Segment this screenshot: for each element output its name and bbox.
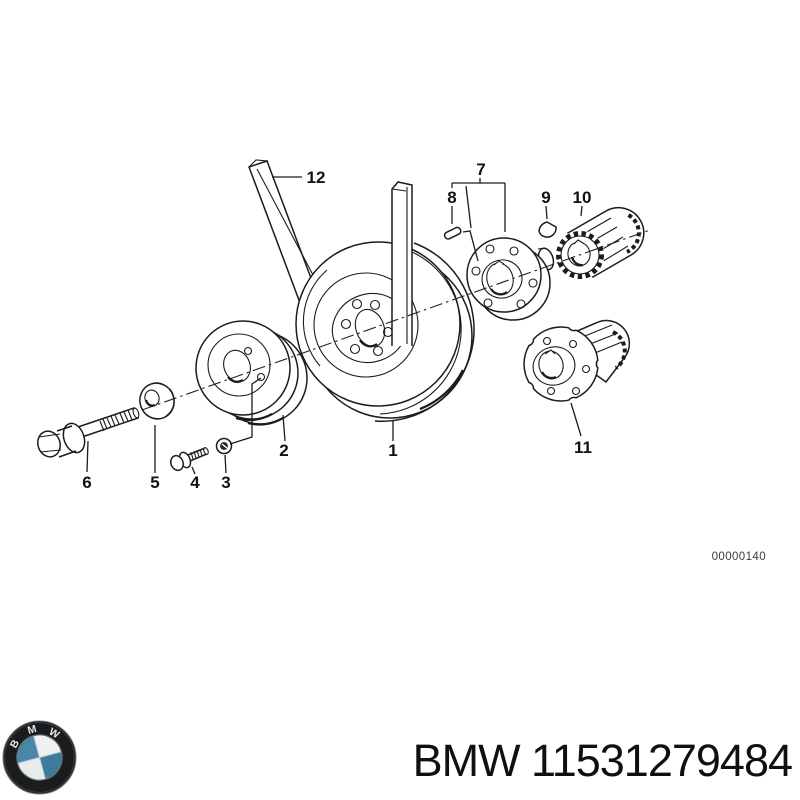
v-belt-right-strand bbox=[374, 181, 475, 423]
washer-5 bbox=[139, 382, 175, 420]
drawing-number: 00000140 bbox=[712, 551, 766, 563]
bmw-logo: B M W bbox=[2, 720, 77, 795]
bolt-4 bbox=[170, 447, 209, 472]
callout-label-1: 1 bbox=[388, 441, 397, 460]
part-number-caption: BMW 11531279484 bbox=[412, 735, 793, 786]
callout-label-7: 7 bbox=[476, 160, 485, 179]
callout-label-2: 2 bbox=[279, 441, 288, 460]
callout-label-8: 8 bbox=[447, 188, 456, 207]
center-axis-line bbox=[141, 229, 651, 411]
callout-label-11: 11 bbox=[574, 438, 592, 457]
callout-label-5: 5 bbox=[150, 473, 159, 492]
logo-letter-m: M bbox=[26, 723, 38, 737]
hub-7 bbox=[466, 237, 555, 321]
callout-label-3: 3 bbox=[221, 473, 230, 492]
key-pin-8 bbox=[443, 226, 462, 240]
exploded-parts-drawing: 1 2 3 4 5 6 7 8 9 10 11 12 00000140 bbox=[37, 159, 766, 563]
crankshaft-bolt-6 bbox=[37, 407, 140, 458]
callout-label-4: 4 bbox=[190, 473, 200, 492]
callout-label-12: 12 bbox=[307, 168, 326, 187]
callout-label-9: 9 bbox=[541, 188, 550, 207]
callout-label-6: 6 bbox=[82, 473, 91, 492]
hub-with-gear-11 bbox=[523, 319, 631, 402]
timing-sprocket-10 bbox=[555, 206, 645, 280]
nut-3 bbox=[215, 437, 233, 455]
callout-label-10: 10 bbox=[573, 188, 592, 207]
woodruff-key-9 bbox=[538, 221, 557, 238]
vibration-damper-pulley-1 bbox=[295, 241, 473, 419]
leader-lines bbox=[86, 176, 583, 475]
